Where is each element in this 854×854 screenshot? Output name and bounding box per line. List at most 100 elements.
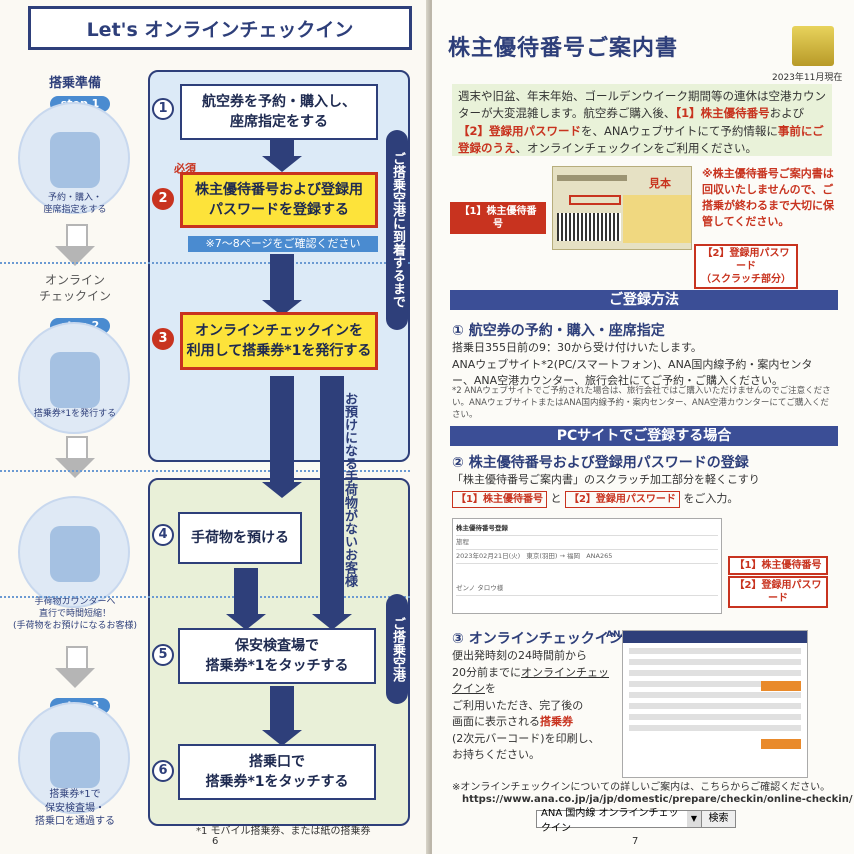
step-box-security: 保安検査場で 搭乗券*1をタッチする — [178, 628, 376, 684]
divider — [0, 262, 410, 264]
down-arrow-icon — [55, 646, 95, 690]
online-checkin-label: オンライン チェックイン — [38, 273, 111, 304]
no-baggage-label: お預けになる手荷物がないお客様 — [342, 392, 357, 587]
tag-registration-password: 【2】登録用パスワード （スクラッチ部分） — [694, 244, 798, 289]
form-flight: ANA265 — [586, 552, 613, 560]
chevron-down-icon[interactable]: ▼ — [687, 811, 701, 827]
form-passenger-row: ゼンノ タロウ様 — [456, 582, 718, 596]
step-box-baggage: 手荷物を預ける — [178, 512, 302, 564]
baggage-illustration — [18, 496, 130, 608]
step3-caption: 搭乗券*1で 保安検査場・ 搭乗口を通過する — [35, 789, 115, 827]
vbar-before-airport: ご搭乗空港に到着するまで — [386, 130, 408, 330]
down-arrow-icon — [55, 224, 95, 268]
step-number: 1 — [152, 98, 174, 120]
flow-arrow-icon — [226, 568, 266, 630]
step1-illustration — [18, 102, 130, 214]
search-box[interactable]: ANA 国内線 オンラインチェックイン ▼ 検索 — [536, 808, 736, 834]
checkin-url-link[interactable]: https://www.ana.co.jp/ja/jp/domestic/pre… — [462, 794, 853, 805]
vbar-at-airport: ご搭乗空港 — [386, 594, 408, 704]
intro-highlight: 【2】登録用パスワード — [458, 123, 582, 138]
step1-caption: 予約・購入・ 座席指定をする — [43, 193, 107, 216]
online-checkin-link[interactable]: オンラインチェックイン — [452, 665, 609, 696]
page-number-left: 6 — [212, 836, 219, 847]
as-of-date: 2023年11月現在 — [772, 73, 843, 83]
step-box-gate: 搭乗口で 搭乗券*1をタッチする — [178, 744, 376, 800]
register-text-line: 「株主優待番号ご案内書」のスクラッチ加工部分を軽くこすり — [452, 473, 760, 486]
section-register-method: ご登録方法 — [450, 290, 838, 310]
step-number: 6 — [152, 760, 174, 782]
step-number: 3 — [152, 328, 174, 350]
step-number: 5 — [152, 644, 174, 666]
warning-keep-document: ※株主優待番号ご案内書は回収いたしませんので、ご搭乗が終わるまで大切に保管してく… — [702, 167, 834, 228]
step-box-register: 株主優待番号および登録用 パスワードを登録する — [180, 172, 378, 228]
sample-stamp: 見本 — [649, 177, 671, 190]
boarding-pass-highlight: 搭乗券 — [540, 715, 573, 728]
form-route: 東京(羽田) → 福岡 — [526, 552, 581, 560]
flow-arrow-icon — [262, 140, 302, 172]
ana-logo-icon — [792, 26, 834, 66]
divider — [0, 596, 410, 598]
input-instruction: をご入力。 — [683, 491, 739, 505]
page-title: Let's オンラインチェックイン — [28, 6, 421, 55]
search-button[interactable]: 検索 — [701, 811, 735, 827]
form-section: 旅程 — [456, 536, 718, 550]
search-input[interactable]: ANA 国内線 オンラインチェックイン — [541, 808, 679, 834]
inline-tag-password: 【2】登録用パスワード — [564, 490, 680, 508]
form-tag-password: 【2】登録用パスワード — [728, 576, 828, 608]
sample-ticket-image: 見本 — [552, 166, 692, 250]
intro-text: 週末や旧盆、年末年始、ゴールデンウイーク期間等の連休は空港カウンターが大変混雑し… — [452, 84, 832, 156]
divider — [0, 470, 410, 472]
right-page: 株主優待番号ご案内書 2023年11月現在 週末や旧盆、年末年始、ゴールデンウイ… — [432, 0, 854, 854]
footer-note: ※オンラインチェックインについての詳しいご案内は、こちらからご確認ください。 — [452, 782, 831, 793]
step-box-checkin: オンラインチェックインを 利用して搭乗券*1を発行する — [180, 312, 378, 370]
and-text: と — [550, 491, 562, 505]
form-passenger-name: ゼンノ タロウ様 — [456, 584, 504, 592]
ana-label: ANA — [606, 630, 628, 640]
section-pc-register: PCサイトでご登録する場合 — [450, 426, 838, 446]
see-pages-note: ※7～8ページをご確認ください — [188, 236, 378, 252]
step2-caption: 搭乗券*1を発行する — [33, 409, 117, 419]
tag-shareholder-number: 【1】株主優待番号 — [450, 202, 546, 234]
step-number: 2 — [152, 188, 174, 210]
reserve-text: 搭乗日355日前の9：30から受け付けいたします。 ANAウェブサイト*2(PC… — [452, 341, 813, 387]
barcode-icon — [557, 213, 621, 241]
footnote: *1 モバイル搭乗券、または紙の搭乗券 — [196, 826, 371, 837]
heading-reserve: ① 航空券の予約・購入・座席指定 — [452, 323, 665, 339]
checkin-text: 便出発時刻の24時間前から 20分前までにオンラインチェックインを ご利用いただ… — [452, 648, 612, 764]
heading-online-checkin: ③ オンラインチェックイン — [452, 631, 623, 647]
book-spine — [426, 0, 436, 854]
intro-part: を、ANAウェブサイトにて予約情報に — [581, 123, 778, 138]
heading-register-number: ② 株主優待番号および登録用パスワードの登録 — [452, 455, 749, 471]
intro-highlight: 事前にご登録のうえ — [458, 123, 824, 155]
page-number-right: 7 — [632, 836, 639, 847]
form-itinerary-row: 2023年02月21日(火) 東京(羽田) → 福岡 ANA265 — [456, 550, 718, 564]
flow-arrow-no-baggage-icon — [312, 376, 352, 630]
flow-arrow-icon — [262, 376, 302, 498]
checkin-text-part: を ご利用いただき、完了後の 画面に表示される — [452, 682, 584, 728]
form-date: 2023年02月21日(火) — [456, 552, 521, 560]
prep-label: 搭乗準備 — [48, 76, 101, 91]
left-page: Let's オンラインチェックイン 搭乗準備 step 1 予約・購入・ 座席指… — [0, 0, 430, 854]
form-tag-number: 【1】株主優待番号 — [728, 556, 828, 575]
register-text: 「株主優待番号ご案内書」のスクラッチ加工部分を軽くこすり 【1】株主優待番号 と… — [452, 472, 832, 508]
checkin-text-part: 便出発時刻の24時間前から 20分前までに — [452, 649, 587, 679]
checkin-screen-screenshot — [622, 630, 808, 778]
baggage-caption: 手荷物カウンターへ 直行で時間短縮！ (手荷物をお預けになるお客様) — [12, 597, 138, 632]
inline-tag-number: 【1】株主優待番号 — [452, 490, 547, 508]
down-arrow-icon — [55, 436, 95, 480]
step2-illustration — [18, 322, 130, 434]
note-2: *2 ANAウェブサイトでご予約された場合は、旅行会社ではご購入いただけませんの… — [452, 386, 831, 420]
left-illustration-column: 搭乗準備 step 1 予約・購入・ 座席指定をする オンライン チェックイン … — [0, 56, 150, 846]
flow-arrow-icon — [262, 254, 302, 316]
must-label: 必須 — [174, 162, 196, 175]
intro-highlight: 【1】株主優待番号 — [675, 106, 770, 121]
step3-illustration — [18, 702, 130, 814]
right-title: 株主優待番号ご案内書 — [448, 36, 679, 61]
step-box-reserve: 航空券を予約・購入し、 座席指定をする — [180, 84, 378, 140]
flow-arrow-icon — [262, 686, 302, 746]
intro-part: 、オンラインチェックインをご利用ください。 — [515, 140, 758, 155]
form-title: 株主優待番号登録 — [456, 522, 718, 536]
intro-part: および — [769, 106, 805, 121]
intro-part: 週末や旧盆、年末年始、ゴールデンウイーク期間等の連休は空港カウンターが大変混雑し… — [458, 89, 826, 121]
checkin-text-part: (2次元バーコード)を印刷し、 お持ちください。 — [452, 731, 600, 762]
